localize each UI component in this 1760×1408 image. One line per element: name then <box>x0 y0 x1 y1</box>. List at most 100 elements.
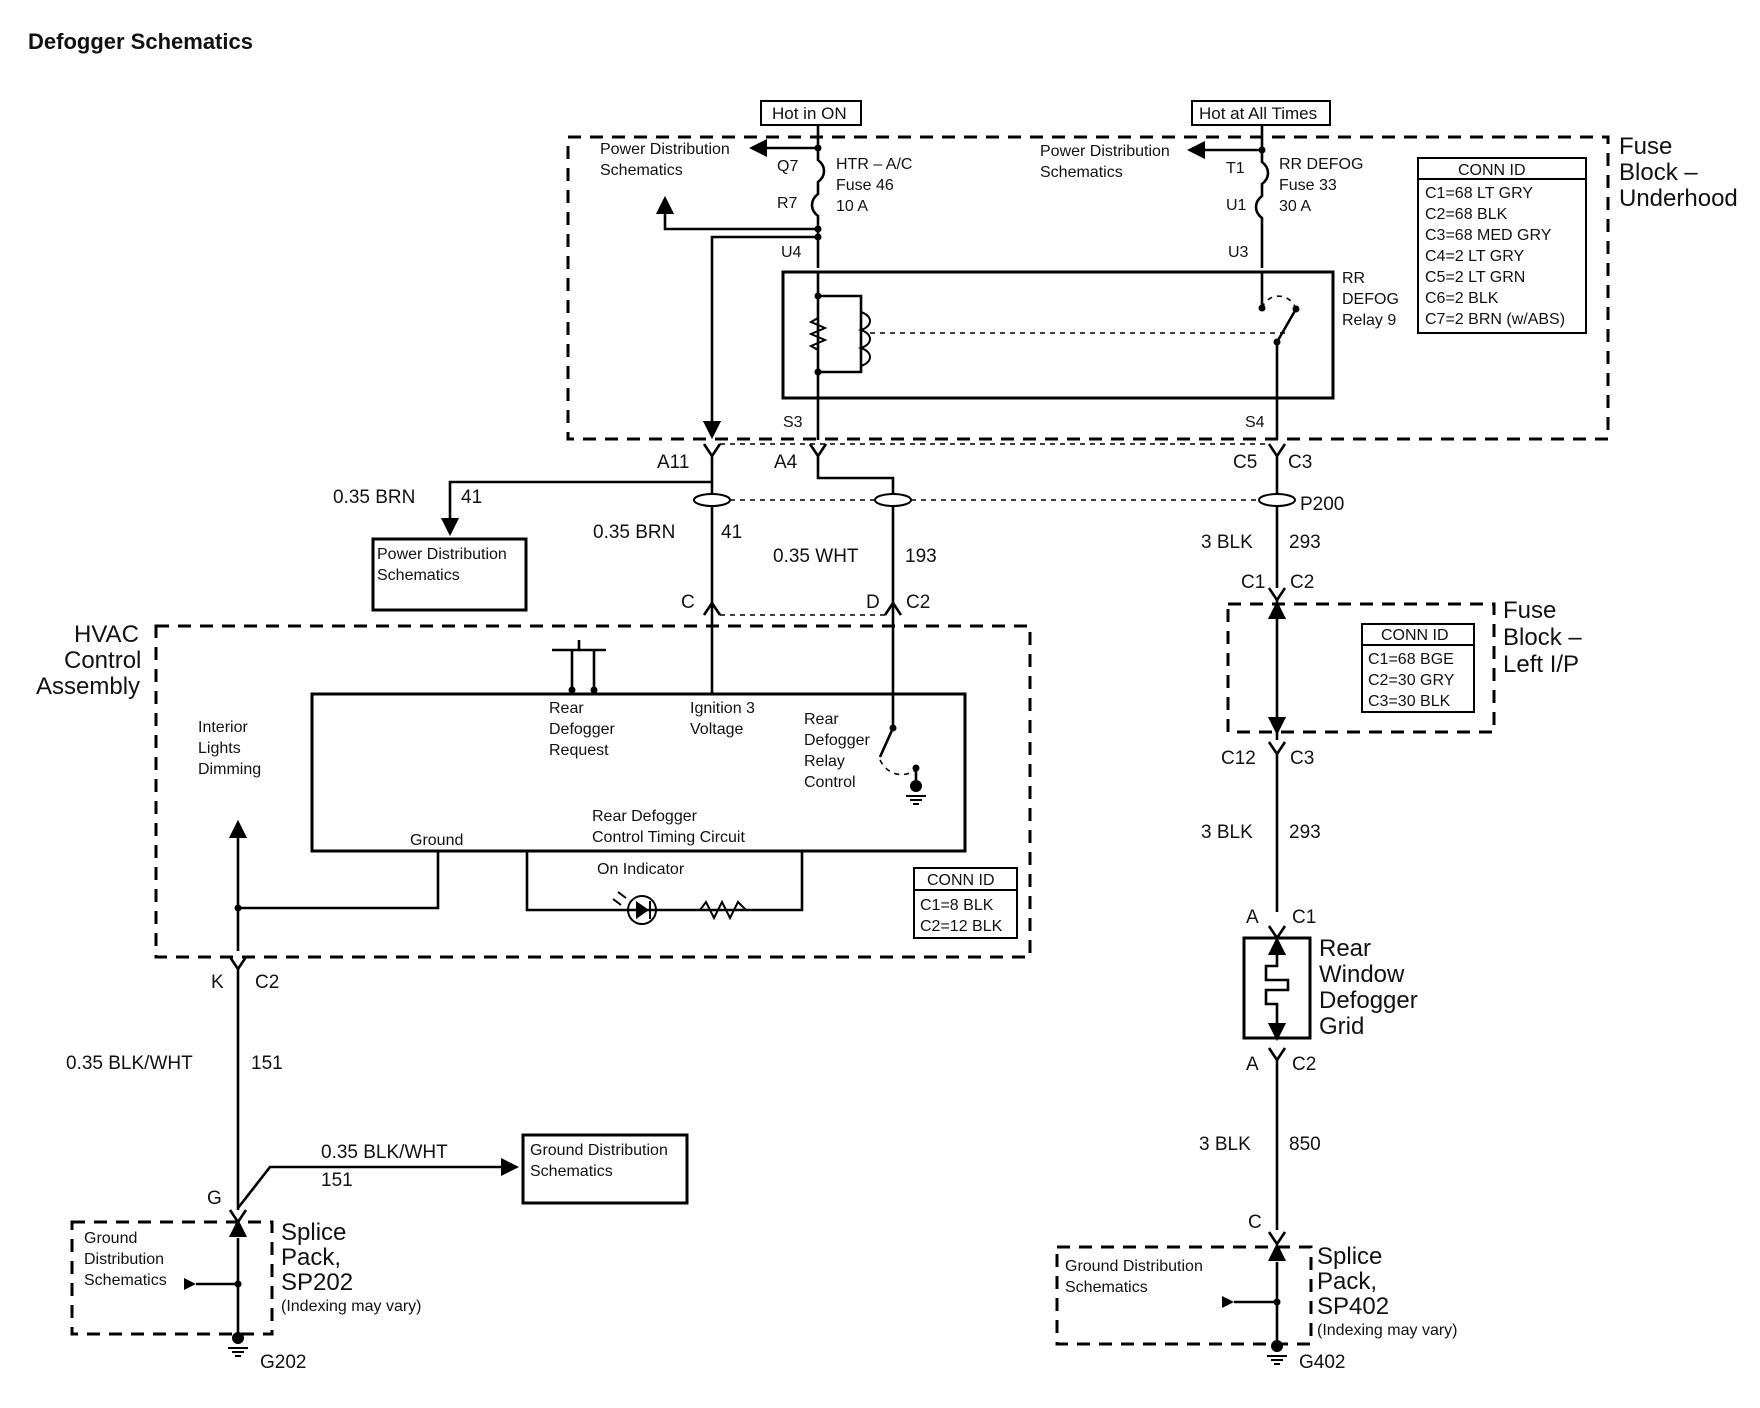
lip-out-c12: C12 <box>1221 748 1256 769</box>
sp202-label-3: SP202 <box>281 1269 353 1296</box>
p200-label: P200 <box>1300 494 1344 515</box>
relay-pin-s3: S3 <box>783 414 803 431</box>
lip-out-c3: C3 <box>1290 748 1314 769</box>
underhood-conn-id-row: C2=68 BLK <box>1425 206 1508 223</box>
wire-bw-a-gauge: 0.35 BLK/WHT <box>66 1053 193 1074</box>
htr-fuse-out-pin: R7 <box>777 195 798 212</box>
htr-fuse-name: HTR – A/C <box>836 156 912 173</box>
gd-schematics-box-line2: Schematics <box>530 1163 613 1180</box>
connector-a11-label: A11 <box>657 452 689 473</box>
connector-a4 <box>808 443 895 500</box>
rr-pd-schematics-2: Schematics <box>1040 164 1123 181</box>
timing-circuit-1: Rear Defogger <box>592 808 698 825</box>
connector-g <box>228 1209 248 1226</box>
sp202-pin-g: G <box>207 1188 222 1209</box>
hvac-pin-d: D <box>866 592 880 613</box>
wire-blk850-gauge: 3 BLK <box>1199 1134 1251 1155</box>
lip-conn-id-row: C2=30 GRY <box>1368 672 1455 689</box>
underhood-conn-id-row: C5=2 LT GRN <box>1425 269 1525 286</box>
lip-label-1: Fuse <box>1503 597 1556 624</box>
hvac-label-2: Control <box>64 647 141 674</box>
ground-g402: G402 <box>1299 1352 1345 1373</box>
sp402-gd-2: Schematics <box>1065 1279 1148 1296</box>
connector-lip-in <box>1267 587 1287 604</box>
sp402-label-1: Splice <box>1317 1243 1382 1270</box>
fuse-block-underhood-label-2: Block – <box>1619 159 1698 186</box>
rr-fuse-out-pin: U1 <box>1226 197 1247 214</box>
grid-label-2: Window <box>1319 961 1405 988</box>
connector-a11 <box>702 443 722 482</box>
grid-label-4: Grid <box>1319 1013 1364 1040</box>
wire-brn-a-circuit: 41 <box>461 487 482 508</box>
connector-lip-out <box>1267 732 1287 912</box>
hvac-label-1: HVAC <box>74 621 139 648</box>
rr-fuse-amps: 30 A <box>1279 198 1311 215</box>
sp402-gd-1: Ground Distribution <box>1065 1258 1203 1275</box>
wire-brn-b-circuit: 41 <box>721 522 742 543</box>
sp202-label-2: Pack, <box>281 1244 341 1271</box>
sp202-boundary <box>70 1220 274 1336</box>
relay-control-2: Defogger <box>804 732 870 749</box>
hvac-input-connectors <box>702 600 903 616</box>
connector-a4-label: A4 <box>774 452 798 473</box>
relay-control-4: Control <box>804 774 856 791</box>
pd-schematics-box-line2: Schematics <box>377 567 460 584</box>
lip-in-c1: C1 <box>1241 572 1265 593</box>
htr-fuse-in-pin: Q7 <box>777 158 798 175</box>
sp202-note: (Indexing may vary) <box>281 1298 422 1315</box>
ground-g202: G202 <box>260 1352 306 1373</box>
underhood-conn-id-row: C4=2 LT GRY <box>1425 248 1524 265</box>
gd-schematics-box-line1: Ground Distribution <box>530 1142 668 1159</box>
grid-label-3: Defogger <box>1319 987 1418 1014</box>
underhood-conn-id-row: C6=2 BLK <box>1425 290 1499 307</box>
htr-fuse-number: Fuse 46 <box>836 177 894 194</box>
sp402-pin-c: C <box>1248 1212 1262 1233</box>
grid-out-connector <box>1267 1047 1287 1230</box>
hvac-pin-c2: C2 <box>906 592 930 613</box>
wire-blk293-a-circuit: 293 <box>1289 532 1321 553</box>
wire-wht-gauge: 0.35 WHT <box>773 546 859 567</box>
htr-fuse-amps: 10 A <box>836 198 868 215</box>
hvac-internal-circuit <box>228 615 967 951</box>
connector-k-c2 <box>228 956 248 1210</box>
sp202-gd-1: Ground <box>84 1230 137 1247</box>
hot-in-on-label: Hot in ON <box>772 104 847 123</box>
rr-fuse-term: U3 <box>1228 244 1249 261</box>
rear-window-defogger-grid <box>1242 936 1312 1042</box>
lip-label-2: Block – <box>1503 624 1582 651</box>
wire-blk293-b-circuit: 293 <box>1289 822 1321 843</box>
hvac-conn-id-row: C2=12 BLK <box>920 918 1003 935</box>
htr-fuse-term: U4 <box>781 244 802 261</box>
grid-in-connector <box>1267 925 1287 941</box>
defogger-request-1: Rear <box>549 700 584 717</box>
timing-circuit-2: Control Timing Circuit <box>592 829 745 846</box>
wire-blk850-circuit: 850 <box>1289 1134 1321 1155</box>
htr-pd-schematics-1: Power Distribution <box>600 141 730 158</box>
lip-in-c2: C2 <box>1290 572 1314 593</box>
wire-bw-a-circuit: 151 <box>251 1053 283 1074</box>
connector-sp402-c <box>1267 1231 1287 1247</box>
relay-control-3: Relay <box>804 753 845 770</box>
defogger-request-2: Defogger <box>549 721 615 738</box>
bw-151-branch <box>236 1157 520 1209</box>
hvac-conn-id-table <box>913 867 1018 939</box>
sp402-label-3: SP402 <box>1317 1293 1389 1320</box>
hvac-out-c2: C2 <box>255 972 279 993</box>
hvac-control-assembly-boundary <box>154 624 1032 959</box>
underhood-conn-id-row: C3=68 MED GRY <box>1425 227 1552 244</box>
pd-schematics-box <box>371 537 528 612</box>
grid-in-c1: C1 <box>1292 907 1316 928</box>
fuse-block-underhood-label-3: Underhood <box>1619 185 1738 212</box>
fuse-block-underhood-label-1: Fuse <box>1619 133 1672 160</box>
wire-blk293-a-gauge: 3 BLK <box>1201 532 1253 553</box>
rr-pd-schematics-1: Power Distribution <box>1040 143 1170 160</box>
lip-label-3: Left I/P <box>1503 651 1579 678</box>
connector-c3-label: C3 <box>1288 452 1312 473</box>
hot-at-all-times-label: Hot at All Times <box>1199 104 1317 123</box>
wire-brn-b-gauge: 0.35 BRN <box>593 522 675 543</box>
grid-in-a: A <box>1246 907 1259 928</box>
sp402-label-2: Pack, <box>1317 1268 1377 1295</box>
on-indicator-label: On Indicator <box>597 861 685 878</box>
wire-bw-b-circuit: 151 <box>321 1170 353 1191</box>
